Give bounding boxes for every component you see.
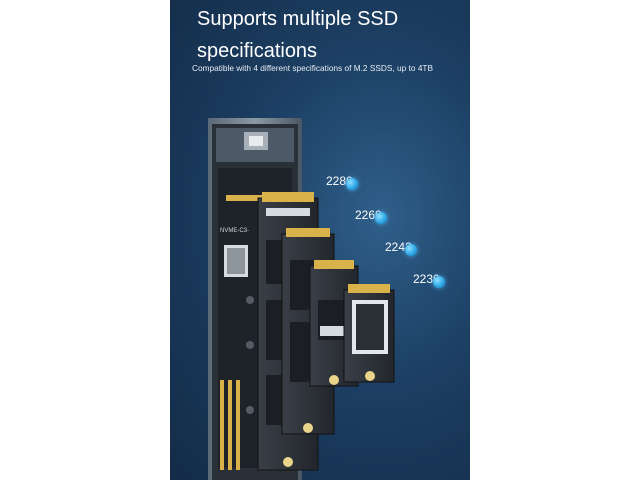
page-title: Supports multiple SSD specifications [197,3,398,67]
product-banner: NVME-C3- [170,0,470,480]
marker-dot-2280 [346,178,358,190]
ssd-illustration: NVME-C3- [208,118,395,480]
ssd-card-2230 [343,284,395,383]
title-line-2: specifications [197,40,318,62]
enclosure-board: NVME-C3- [220,195,266,470]
marker-dot-2260 [375,212,387,224]
subtitle: Compatible with 4 different specificatio… [192,63,434,73]
enclosure-model-label: NVME-C3- [220,228,249,234]
marker-dot-2242 [405,244,417,256]
marker-dot-2230 [433,276,445,288]
title-line-1: Supports multiple SSD [197,8,399,30]
